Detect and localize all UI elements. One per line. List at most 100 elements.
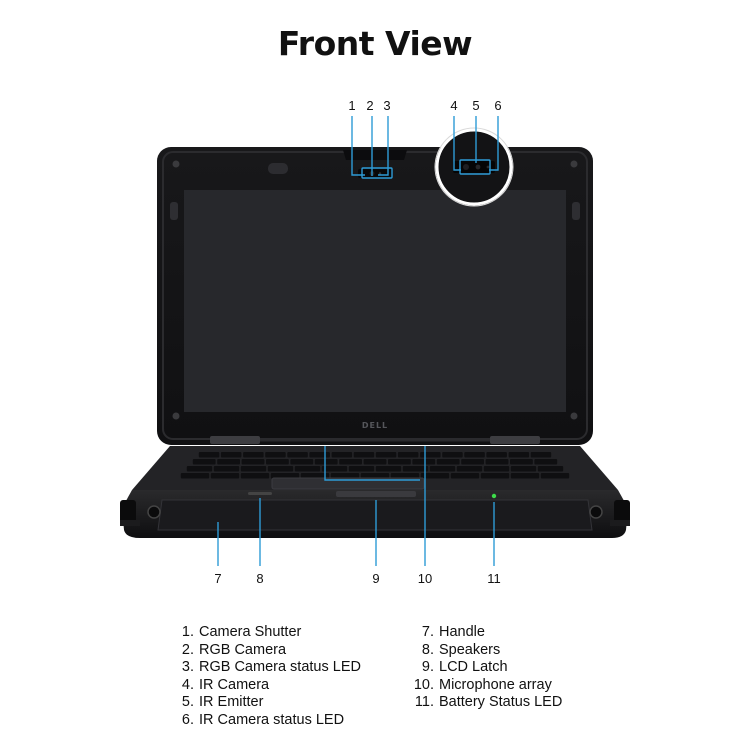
legend-item-label: IR Emitter <box>199 694 264 711</box>
brand-logo: DELL <box>362 421 388 430</box>
legend-item-number: 7. <box>421 624 434 640</box>
callout-2: 2 <box>366 98 373 113</box>
legend-item-number: 3. <box>181 659 194 676</box>
legend-item-label: IR Camera status LED <box>199 711 345 728</box>
legend-item: 5. IR Emitter <box>172 694 361 712</box>
key <box>331 452 353 458</box>
key <box>287 452 308 458</box>
callout-7: 7 <box>214 571 221 586</box>
key <box>240 466 267 472</box>
key <box>241 459 265 465</box>
key <box>388 459 411 465</box>
legend-item-label: RGB Camera status LED <box>199 659 361 676</box>
legend-item-label: Speakers <box>439 641 501 658</box>
legend-item-label: Microphone array <box>439 676 552 693</box>
legend-item-number: 11. <box>414 694 434 711</box>
legend-item-label: Handle <box>439 624 485 640</box>
key <box>508 452 530 458</box>
key <box>360 473 390 479</box>
camera-housing <box>343 150 407 160</box>
legend-item-number: 9. <box>421 659 434 676</box>
callout-8: 8 <box>256 571 263 586</box>
callout-9: 9 <box>372 571 379 586</box>
key <box>510 466 537 472</box>
key <box>270 473 300 479</box>
display-lid: DELL <box>157 147 593 445</box>
legend-item: 4.IR Camera <box>172 677 361 695</box>
key <box>186 466 213 472</box>
legend-item: 9. LCD Latch <box>410 659 562 677</box>
key <box>375 466 402 472</box>
lcd-latch <box>336 491 416 497</box>
callout-1: 1 <box>348 98 355 113</box>
callout-3: 3 <box>383 98 390 113</box>
legend-item-number: 4. <box>181 676 194 693</box>
callout-5: 5 <box>472 98 479 113</box>
key <box>217 459 240 465</box>
callout-4: 4 <box>450 98 457 113</box>
key <box>192 459 216 465</box>
legend-item-number: 8. <box>421 641 434 658</box>
callout-6: 6 <box>494 98 501 113</box>
key <box>420 452 441 458</box>
key <box>330 473 360 479</box>
key <box>464 452 485 458</box>
callout-11: 11 <box>487 571 501 586</box>
legend-item: 2. RGB Camera <box>172 642 361 660</box>
key <box>480 473 510 479</box>
legend-item-label: Camera Shutter <box>199 624 302 640</box>
key <box>290 459 314 465</box>
legend-item-label: RGB Camera <box>199 641 287 658</box>
ir-camera-zoom <box>434 127 514 207</box>
webcam-strip <box>358 169 392 178</box>
legend-item-number: 2. <box>181 641 194 658</box>
key <box>240 473 270 479</box>
key <box>363 459 387 465</box>
key <box>420 473 450 479</box>
legend-item-number: 5. <box>181 694 194 711</box>
key <box>265 452 286 458</box>
key <box>530 452 552 458</box>
legend-item: 11.Battery Status LED <box>410 694 562 712</box>
key <box>220 452 242 458</box>
key <box>450 473 480 479</box>
handle <box>157 499 593 531</box>
key <box>243 452 264 458</box>
key <box>412 459 436 465</box>
key <box>510 459 533 465</box>
legend-item: 10.Microphone array <box>410 677 562 695</box>
touchpad <box>271 477 425 490</box>
callout-lines <box>217 116 499 566</box>
battery-status-led <box>491 493 497 499</box>
key <box>339 459 362 465</box>
speaker-grille <box>248 492 272 495</box>
key <box>300 473 330 479</box>
key <box>436 459 460 465</box>
legend-item-label: LCD Latch <box>439 659 508 676</box>
key <box>198 452 220 458</box>
key <box>429 466 456 472</box>
legend-item: 8. Speakers <box>410 642 562 660</box>
callout-10: 10 <box>418 571 432 586</box>
hinge-left <box>210 436 260 444</box>
key <box>353 452 375 458</box>
legend-item: 1.Camera Shutter <box>172 624 361 642</box>
key <box>402 466 429 472</box>
key <box>537 466 564 472</box>
key <box>461 459 484 465</box>
key <box>375 452 397 458</box>
key <box>294 466 321 472</box>
key <box>314 459 338 465</box>
legend-item: 7. Handle <box>410 624 562 642</box>
key <box>309 452 330 458</box>
lcd-screen <box>184 190 566 412</box>
key <box>180 473 210 479</box>
hinge-right <box>490 436 540 444</box>
key <box>267 466 294 472</box>
key <box>540 473 570 479</box>
callout-numbers: 1 2 3 4 5 6 7 8 9 10 11 <box>214 98 501 586</box>
key <box>213 466 240 472</box>
